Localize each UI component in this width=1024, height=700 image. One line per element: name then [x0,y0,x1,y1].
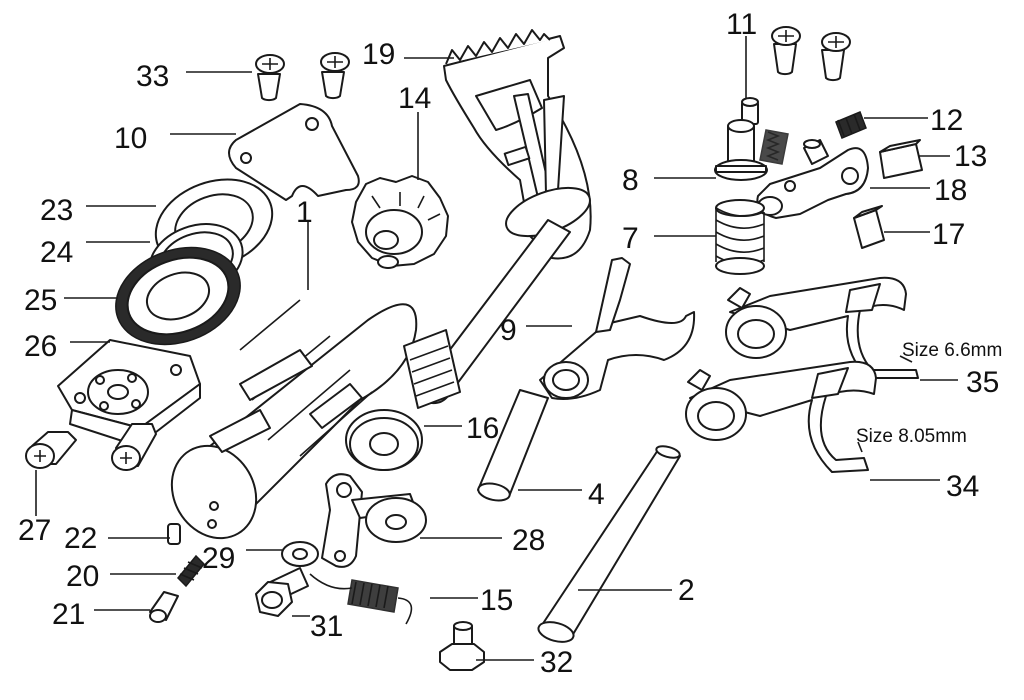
callout-26: 26 [24,330,57,363]
block-13 [879,139,923,179]
block-17 [853,205,885,249]
callout-13: 13 [954,140,987,173]
bearing-plate-26 [57,339,201,447]
pin-21 [149,591,179,623]
callout-28: 28 [512,524,545,557]
bolt-31 [255,567,309,617]
callout-33: 33 [136,60,169,93]
callout-17: 17 [932,218,965,251]
callout-29: 29 [202,542,235,575]
callout-7: 7 [622,222,639,255]
callout-34: 34 [946,470,979,503]
callout-35: 35 [966,366,999,399]
callout-2: 2 [678,574,695,607]
spring-20 [176,554,206,588]
shift-drum-1 [170,299,418,540]
callout-18: 18 [934,174,967,207]
fork-shaft-2 [537,445,681,643]
callout-12: 12 [930,104,963,137]
leader-lines [35,36,958,661]
bracket-plate-10 [228,103,360,201]
shift-shaft-19 [403,29,592,409]
pin-8 [714,119,768,181]
star-cam-14 [351,175,449,269]
callout-32: 32 [540,646,573,679]
return-spring-15 [309,573,413,625]
size-label-35: Size 6.6mm [902,340,1002,361]
arm-28 [321,473,427,568]
callout-14: 14 [398,82,431,115]
callout-27: 27 [18,514,51,547]
callout-23: 23 [40,194,73,227]
callout-9: 9 [500,314,517,347]
callout-10: 10 [114,122,147,155]
shift-fork-34 [685,360,877,473]
bolt-32 [439,621,485,671]
callout-20: 20 [66,560,99,593]
washer-29 [281,541,319,567]
screw-33b [320,52,350,100]
screw-11b [821,32,851,82]
spring-12 [835,111,867,139]
spring-7 [715,199,765,275]
washer-16 [345,409,423,471]
screw-27b [111,423,157,471]
spring-small-a [759,129,789,165]
shift-fork-9 [539,257,696,400]
callout-4: 4 [588,478,605,511]
shift-fork-35 [725,276,919,379]
screw-11a [771,26,801,76]
callout-24: 24 [40,236,73,269]
callout-31: 31 [310,610,343,643]
pin-22 [167,523,181,545]
callout-21: 21 [52,598,85,631]
callout-16: 16 [466,412,499,445]
screw-33a [255,54,285,102]
callout-15: 15 [480,584,513,617]
pin-11 [741,97,759,125]
fork-shaft-4 [477,389,549,502]
screw-27a [25,431,77,469]
callout-labels: 33 19 14 10 1 23 24 25 26 27 22 29 20 21… [18,8,1002,679]
callout-25: 25 [24,284,57,317]
callout-1: 1 [296,196,313,229]
callout-8: 8 [622,164,639,197]
callout-22: 22 [64,522,97,555]
pin-small [803,139,829,165]
callout-19: 19 [362,38,395,71]
size-label-34: Size 8.05mm [856,426,967,447]
callout-11: 11 [726,8,757,41]
